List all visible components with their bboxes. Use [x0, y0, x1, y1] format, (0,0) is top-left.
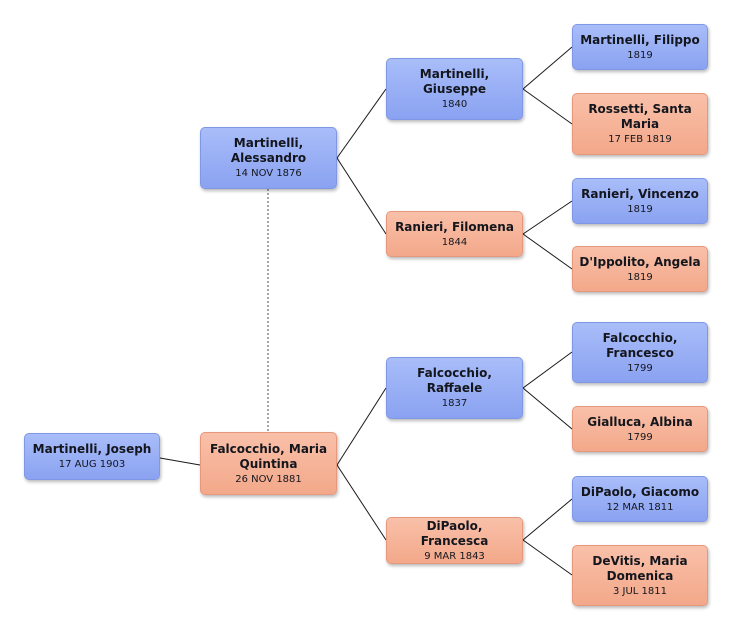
person-date: 1799 — [627, 431, 653, 443]
person-name: Martinelli, Joseph — [32, 442, 152, 456]
person-name: Falcocchio, Francesco — [602, 330, 678, 360]
person-name: DiPaolo, Francesca — [420, 518, 489, 548]
person-date: 12 MAR 1811 — [606, 501, 674, 513]
connector-mgf-m — [522, 387, 573, 430]
person-date: 1837 — [441, 398, 468, 409]
person-node-mgf-mother[interactable]: Gialluca, Albina 1799 — [572, 406, 708, 452]
person-node-pgf-mother[interactable]: Rossetti, Santa Maria 17 FEB 1819 — [572, 93, 708, 155]
person-date: 1819 — [627, 271, 653, 283]
connector-father-pgm — [336, 157, 387, 235]
person-name: Rossetti, Santa Maria — [588, 102, 692, 131]
person-node-root[interactable]: Martinelli, Joseph 17 AUG 1903 — [24, 433, 160, 480]
connector-mgm-m — [522, 539, 573, 576]
person-date: 1844 — [441, 236, 468, 248]
person-date: 9 MAR 1843 — [424, 550, 485, 562]
person-date: 1819 — [627, 49, 653, 61]
person-name: D'Ippolito, Angela — [579, 254, 701, 269]
person-date: 3 JUL 1811 — [612, 585, 667, 597]
person-node-pgf-father[interactable]: Martinelli, Filippo 1819 — [572, 24, 708, 70]
person-node-mgm-father[interactable]: DiPaolo, Giacomo 12 MAR 1811 — [572, 476, 708, 522]
connector-root — [159, 457, 201, 466]
person-date: 1840 — [441, 99, 468, 110]
person-name: Martinelli, Alessandro — [230, 136, 307, 165]
person-node-maternal-grandmother[interactable]: DiPaolo, Francesca 9 MAR 1843 — [386, 517, 523, 564]
connector-pgm-m — [522, 233, 573, 270]
person-node-mgm-mother[interactable]: DeVitis, Maria Domenica 3 JUL 1811 — [572, 545, 708, 606]
person-name: Martinelli, Filippo — [580, 32, 700, 47]
connector-father-pgf — [336, 88, 387, 159]
person-date: 1799 — [627, 362, 653, 374]
connector-mother-mgm — [336, 464, 387, 541]
connector-mgf-f — [522, 351, 573, 389]
person-node-pgm-father[interactable]: Ranieri, Vincenzo 1819 — [572, 178, 708, 224]
connector-mgm-f — [522, 498, 573, 541]
connector-pgm-f — [522, 200, 573, 235]
person-name: Gialluca, Albina — [587, 414, 693, 429]
person-node-paternal-grandmother[interactable]: Ranieri, Filomena 1844 — [386, 211, 523, 257]
person-date: 14 NOV 1876 — [235, 168, 302, 179]
person-node-mgf-father[interactable]: Falcocchio, Francesco 1799 — [572, 322, 708, 383]
person-node-father[interactable]: Martinelli, Alessandro 14 NOV 1876 — [200, 127, 337, 189]
person-name: Ranieri, Vincenzo — [581, 186, 699, 201]
person-name: Martinelli, Giuseppe — [419, 67, 490, 96]
person-node-paternal-grandfather[interactable]: Martinelli, Giuseppe 1840 — [386, 58, 523, 120]
person-date: 17 FEB 1819 — [608, 134, 672, 145]
person-name: Falcocchio, Maria Quintina — [209, 441, 328, 471]
person-date: 26 NOV 1881 — [235, 473, 302, 485]
person-node-maternal-grandfather[interactable]: Falcocchio, Raffaele 1837 — [386, 357, 523, 419]
person-name: Ranieri, Filomena — [395, 219, 514, 234]
person-date: 1819 — [627, 203, 653, 215]
connector-pgf-m — [522, 88, 573, 125]
person-node-mother[interactable]: Falcocchio, Maria Quintina 26 NOV 1881 — [200, 432, 337, 495]
connector-pgf-f — [522, 46, 573, 90]
person-name: DeVitis, Maria Domenica — [592, 553, 688, 583]
person-node-pgm-mother[interactable]: D'Ippolito, Angela 1819 — [572, 246, 708, 292]
connector-mother-mgf — [336, 387, 387, 466]
person-name: Falcocchio, Raffaele — [417, 366, 492, 395]
person-name: DiPaolo, Giacomo — [580, 484, 700, 499]
person-date: 17 AUG 1903 — [58, 459, 126, 470]
